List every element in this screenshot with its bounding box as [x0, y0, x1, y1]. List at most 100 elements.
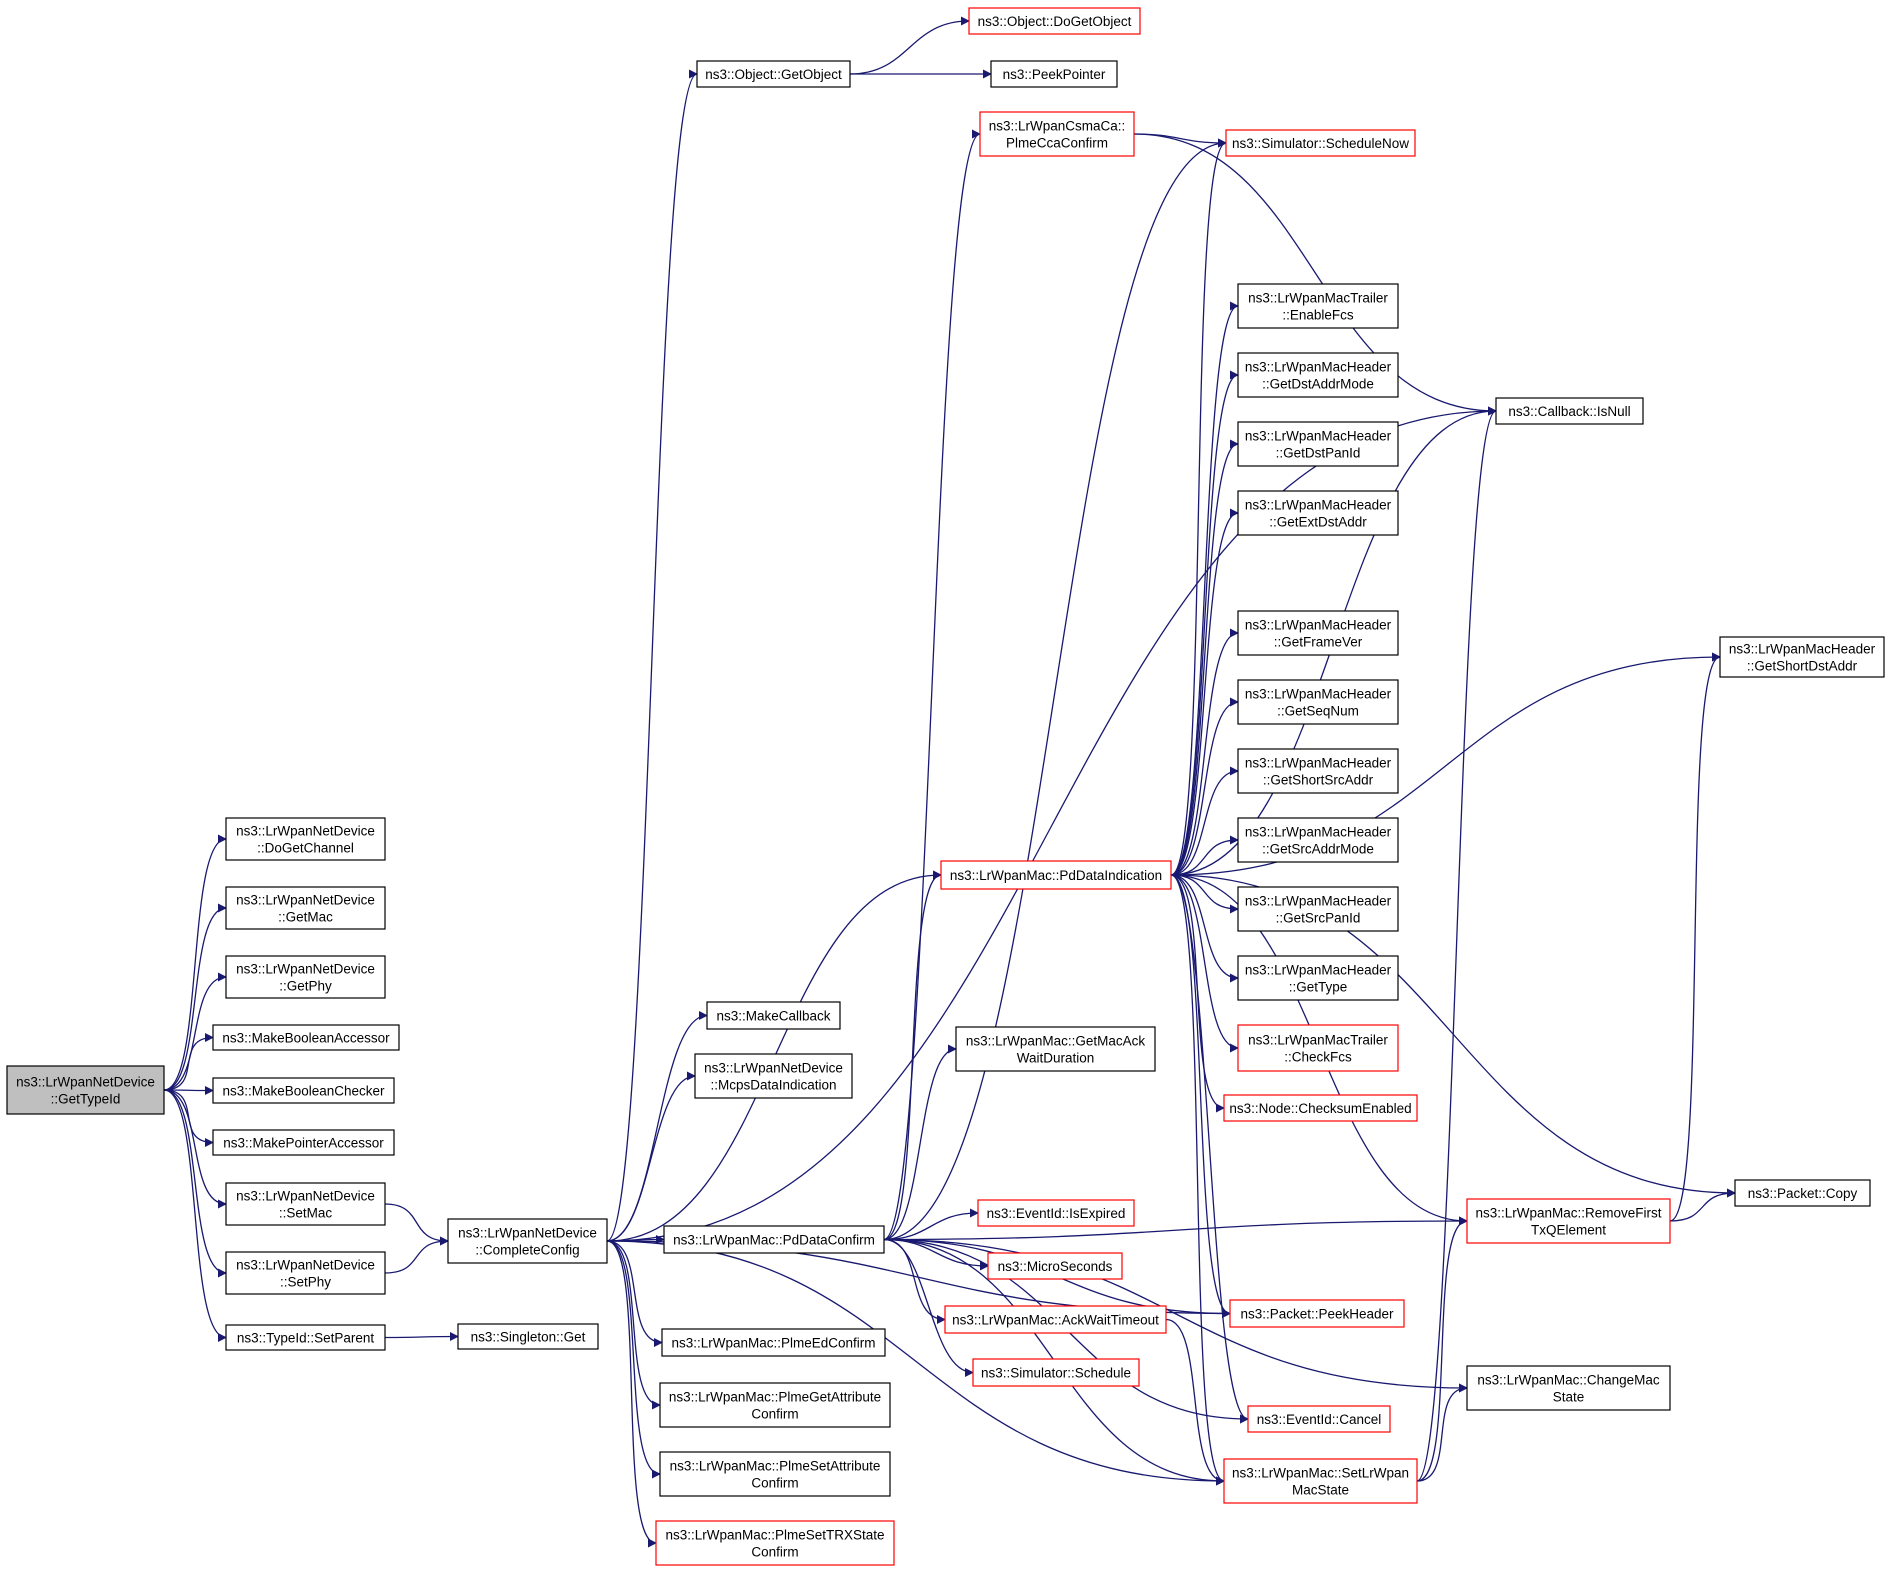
edge-setlrwpanmacstate-to-callbackisnull — [1416, 406, 1497, 1482]
node-label: ns3::LrWpanMac::PlmeSetTRXState — [665, 1528, 884, 1543]
node-box — [1466, 1198, 1671, 1244]
node-box — [940, 860, 1172, 890]
node-peekpointer[interactable]: ns3::PeekPointer — [990, 60, 1118, 88]
node-box — [1237, 679, 1399, 725]
edge-completeconfig-to-makecallback — [606, 1010, 708, 1242]
node-getphy[interactable]: ns3::LrWpanNetDevice::GetPhy — [225, 955, 386, 999]
node-box — [225, 1182, 386, 1226]
node-plmeedconfirm[interactable]: ns3::LrWpanMac::PlmeEdConfirm — [661, 1328, 886, 1357]
node-label: ::SetPhy — [280, 1275, 331, 1290]
edge-pddataconfirm-to-removefirsttx — [883, 1216, 1468, 1241]
node-schedulenow[interactable]: ns3::Simulator::ScheduleNow — [1225, 129, 1416, 157]
node-box — [6, 1065, 165, 1115]
node-label: ns3::Node::ChecksumEnabled — [1229, 1101, 1411, 1116]
node-setphy[interactable]: ns3::LrWpanNetDevice::SetPhy — [225, 1251, 386, 1295]
node-setmac[interactable]: ns3::LrWpanNetDevice::SetMac — [225, 1182, 386, 1226]
node-box — [979, 111, 1135, 157]
node-gettype[interactable]: ns3::LrWpanMacHeader::GetType — [1237, 955, 1399, 1001]
node-box — [1237, 490, 1399, 536]
node-mkboolacc[interactable]: ns3::MakeBooleanAccessor — [212, 1024, 400, 1051]
node-label: ns3::Singleton::Get — [471, 1330, 586, 1345]
edge-pddataconfirm-to-eventidisexpired — [883, 1208, 979, 1241]
node-label: ns3::MakeBooleanAccessor — [222, 1031, 390, 1046]
node-plmeccaconfirm[interactable]: ns3::LrWpanCsmaCa::PlmeCcaConfirm — [979, 111, 1135, 157]
node-label: ns3::LrWpanNetDevice — [16, 1075, 155, 1090]
node-ackwaittimeout[interactable]: ns3::LrWpanMac::AckWaitTimeout — [944, 1305, 1167, 1334]
node-mcpsdataind[interactable]: ns3::LrWpanNetDevice::McpsDataIndication — [694, 1053, 853, 1099]
node-box — [225, 886, 386, 930]
node-label: ns3::MakeCallback — [716, 1009, 830, 1024]
node-label: ns3::Object::GetObject — [705, 67, 842, 82]
node-getmac[interactable]: ns3::LrWpanNetDevice::GetMac — [225, 886, 386, 930]
node-mkptracc[interactable]: ns3::MakePointerAccessor — [212, 1129, 395, 1156]
node-packetpeekheader[interactable]: ns3::Packet::PeekHeader — [1229, 1299, 1405, 1328]
node-getsrcpanid[interactable]: ns3::LrWpanMacHeader::GetSrcPanId — [1237, 886, 1399, 932]
node-simschedule[interactable]: ns3::Simulator::Schedule — [972, 1358, 1140, 1387]
node-completeconfig[interactable]: ns3::LrWpanNetDevice::CompleteConfig — [447, 1218, 608, 1264]
node-label: ns3::Simulator::Schedule — [981, 1366, 1131, 1381]
edge-pddataindication-to-getdstpanid — [1170, 439, 1239, 876]
node-mkboolchk[interactable]: ns3::MakeBooleanChecker — [212, 1077, 395, 1104]
edge-pddataindication-to-getseqnum — [1170, 697, 1239, 876]
node-setparent[interactable]: ns3::TypeId::SetParent — [225, 1324, 386, 1351]
node-label: Confirm — [751, 1476, 798, 1491]
node-label: Confirm — [751, 1407, 798, 1422]
edge-completeconfig-to-plmesettrx — [606, 1240, 657, 1548]
node-makecallback[interactable]: ns3::MakeCallback — [706, 1001, 841, 1030]
node-getdstaddrmode[interactable]: ns3::LrWpanMacHeader::GetDstAddrMode — [1237, 352, 1399, 398]
node-getsrcaddrmode[interactable]: ns3::LrWpanMacHeader::GetSrcAddrMode — [1237, 817, 1399, 863]
node-label: ::CompleteConfig — [475, 1243, 579, 1258]
edge-setphy-to-completeconfig — [384, 1236, 449, 1274]
node-label: ns3::LrWpanMac::PdDataIndication — [950, 868, 1162, 883]
node-checksumenabled[interactable]: ns3::Node::ChecksumEnabled — [1223, 1094, 1418, 1122]
node-label: ns3::LrWpanMac::PlmeSetAttribute — [670, 1459, 881, 1474]
node-objdogetobject[interactable]: ns3::Object::DoGetObject — [968, 7, 1141, 35]
node-pddataindication[interactable]: ns3::LrWpanMac::PdDataIndication — [940, 860, 1172, 890]
edge-pddataindication-to-getshortsrcaddr — [1170, 766, 1239, 876]
node-callbackisnull[interactable]: ns3::Callback::IsNull — [1495, 397, 1644, 425]
node-label: ::GetFrameVer — [1274, 635, 1363, 650]
node-packetcopy[interactable]: ns3::Packet::Copy — [1734, 1179, 1871, 1207]
node-gettypeid[interactable]: ns3::LrWpanNetDevice::GetTypeId — [6, 1065, 165, 1115]
node-box — [1237, 610, 1399, 656]
edge-completeconfig-to-mcpsdataind — [606, 1071, 696, 1242]
edge-gettypeid-to-getmac — [163, 903, 227, 1091]
node-eventidcancel[interactable]: ns3::EventId::Cancel — [1247, 1405, 1391, 1433]
node-label: ::GetSrcAddrMode — [1262, 842, 1374, 857]
node-singletonget[interactable]: ns3::Singleton::Get — [457, 1323, 599, 1350]
node-box — [225, 817, 386, 861]
node-label: ::CheckFcs — [1284, 1050, 1352, 1065]
node-box — [1237, 421, 1399, 467]
node-enablefcs[interactable]: ns3::LrWpanMacTrailer::EnableFcs — [1237, 283, 1399, 329]
edge-completeconfig-to-plmegetattr — [606, 1240, 661, 1410]
node-label: ns3::MakeBooleanChecker — [222, 1084, 385, 1099]
node-objgetobject[interactable]: ns3::Object::GetObject — [696, 60, 851, 88]
node-getshortdstaddr[interactable]: ns3::LrWpanMacHeader::GetShortDstAddr — [1719, 636, 1885, 678]
node-getdstpanid[interactable]: ns3::LrWpanMacHeader::GetDstPanId — [1237, 421, 1399, 467]
node-getframever[interactable]: ns3::LrWpanMacHeader::GetFrameVer — [1237, 610, 1399, 656]
edge-gettypeid-to-mkboolacc — [163, 1032, 214, 1091]
node-pddataconfirm[interactable]: ns3::LrWpanMac::PdDataConfirm — [663, 1225, 885, 1254]
node-microseconds[interactable]: ns3::MicroSeconds — [987, 1252, 1123, 1280]
node-box — [1237, 283, 1399, 329]
node-getshortsrcaddr[interactable]: ns3::LrWpanMacHeader::GetShortSrcAddr — [1237, 748, 1399, 794]
node-getseqnum[interactable]: ns3::LrWpanMacHeader::GetSeqNum — [1237, 679, 1399, 725]
node-checkfcs[interactable]: ns3::LrWpanMacTrailer::CheckFcs — [1237, 1024, 1399, 1072]
node-eventidisexpired[interactable]: ns3::EventId::IsExpired — [977, 1199, 1135, 1227]
node-dogetchannel[interactable]: ns3::LrWpanNetDevice::DoGetChannel — [225, 817, 386, 861]
node-label: ::GetExtDstAddr — [1269, 515, 1367, 530]
node-label: WaitDuration — [1017, 1051, 1095, 1066]
node-getextdstaddr[interactable]: ns3::LrWpanMacHeader::GetExtDstAddr — [1237, 490, 1399, 536]
node-label: ::GetSeqNum — [1277, 704, 1359, 719]
node-label: ns3::LrWpanNetDevice — [236, 1189, 375, 1204]
node-box — [1237, 1024, 1399, 1072]
node-box — [1237, 352, 1399, 398]
